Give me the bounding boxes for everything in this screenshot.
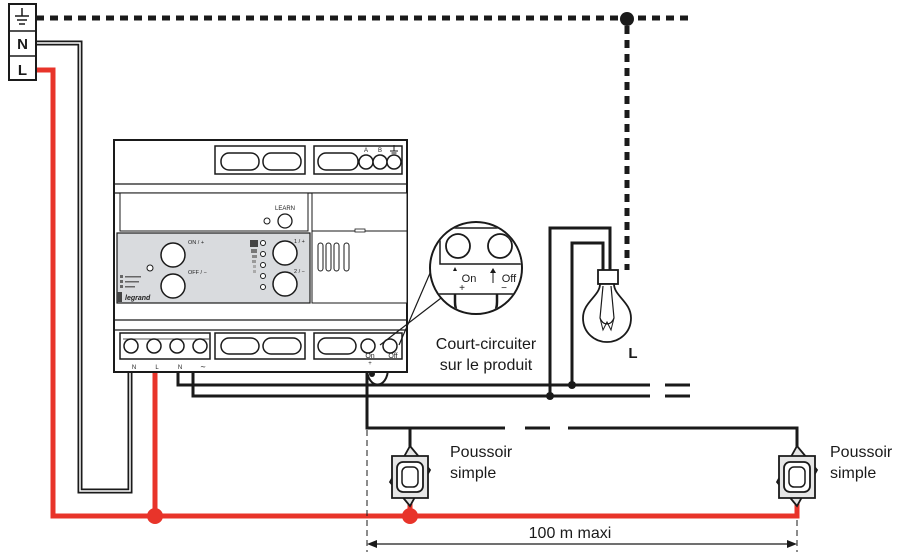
zoom-callout: On + Off − bbox=[379, 221, 523, 346]
learn-led bbox=[263, 217, 271, 225]
terminal-b-label: B bbox=[378, 148, 382, 154]
neutral-label: N bbox=[17, 36, 28, 53]
pushbutton-left-label-line-2: simple bbox=[450, 465, 496, 482]
earth-junction-dot bbox=[620, 12, 634, 26]
earth-ground-icon bbox=[390, 145, 398, 154]
off-button[interactable] bbox=[160, 273, 186, 299]
pushbutton-right: Poussoir simple bbox=[775, 444, 893, 508]
channel-leds bbox=[260, 240, 266, 290]
pushbutton-right-label-line-2: simple bbox=[830, 465, 876, 482]
live-junction-dot-2 bbox=[402, 508, 418, 524]
dimension-arrow bbox=[367, 540, 797, 548]
on-label: ON / + bbox=[188, 240, 204, 246]
pushbutton-left-label-line-1: Poussoir bbox=[450, 444, 513, 461]
learn-button[interactable] bbox=[277, 213, 293, 229]
short-circuit-note-line-1: Court-circuiter bbox=[436, 336, 537, 353]
mains-terminal-block: N L bbox=[8, 3, 37, 81]
pushbutton-left: Poussoir simple bbox=[388, 444, 513, 508]
terminal-n1-label: N bbox=[132, 365, 136, 371]
earth-ground-icon bbox=[15, 8, 29, 25]
terminal-n2-label: N bbox=[178, 365, 182, 371]
channel-2-button[interactable] bbox=[272, 271, 298, 297]
neutral-wire-inner bbox=[36, 42, 131, 492]
terminal-on-sign: + bbox=[368, 361, 372, 367]
pushbutton-icon bbox=[388, 444, 432, 508]
channel-1-button[interactable] bbox=[272, 240, 298, 266]
pushbutton-wires bbox=[365, 372, 799, 450]
terminal-a-label: A bbox=[364, 148, 368, 154]
dimmer-module: A B LEARN ON / + OFF / − bbox=[113, 139, 408, 373]
terminal-load-label: ∼ bbox=[200, 364, 206, 371]
lamp-wire-junction-2 bbox=[546, 392, 554, 400]
distance-label: 100 m maxi bbox=[529, 525, 612, 542]
terminal-on-label: On bbox=[365, 353, 374, 360]
lamp-wire-junction-1 bbox=[568, 381, 576, 389]
live-label: L bbox=[18, 62, 27, 79]
zoom-off-label: Off bbox=[502, 273, 517, 285]
spec-marks bbox=[120, 275, 141, 288]
level-indicator bbox=[250, 240, 258, 273]
zoom-off-sign: − bbox=[501, 283, 507, 294]
channel-1-label: 1 / + bbox=[294, 239, 305, 245]
short-circuit-loop bbox=[366, 367, 389, 386]
terminal-l-label: L bbox=[155, 365, 159, 371]
lamp-wires bbox=[176, 226, 690, 398]
light-bulb-icon bbox=[582, 269, 632, 343]
vent-slots bbox=[317, 242, 350, 272]
live-wire bbox=[36, 67, 800, 519]
live-junction-dot-1 bbox=[147, 508, 163, 524]
on-button[interactable] bbox=[160, 242, 186, 268]
status-led bbox=[146, 264, 154, 272]
brand-logo: legrand bbox=[125, 295, 151, 302]
learn-label: LEARN bbox=[275, 206, 295, 212]
short-circuit-note-line-2: sur le produit bbox=[440, 357, 533, 374]
zoom-on-sign: + bbox=[459, 283, 465, 294]
zoom-on-label: On bbox=[462, 273, 477, 285]
off-label: OFF / − bbox=[188, 270, 207, 276]
terminal-off-label: Off bbox=[388, 353, 397, 360]
pushbutton-icon bbox=[775, 444, 819, 508]
channel-2-label: 2 / − bbox=[294, 269, 305, 275]
pushbutton-right-label-line-1: Poussoir bbox=[830, 444, 893, 461]
lamp-label: L bbox=[628, 345, 637, 362]
